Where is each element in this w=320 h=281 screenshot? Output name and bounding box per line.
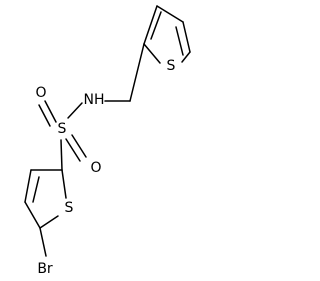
bond [24, 201, 41, 229]
bond [129, 43, 145, 102]
bond [39, 227, 47, 257]
bond [67, 102, 83, 119]
bromine-label: Br [37, 261, 53, 277]
bond [24, 169, 32, 203]
bond [39, 215, 59, 229]
sulfonyl-sulfur-label: S [58, 121, 67, 137]
oxygen-right-label: O [90, 160, 101, 176]
bond [156, 5, 184, 23]
bond [60, 139, 63, 171]
bond [182, 21, 191, 53]
sulfur-ring-upper-label: S [167, 58, 176, 74]
nh-label: NH [84, 92, 105, 108]
methylene-linker [67, 43, 145, 119]
bond [38, 104, 51, 127]
bond [44, 100, 57, 123]
bond [181, 51, 191, 63]
oxygen-left-label: O [35, 85, 46, 101]
upper-thiophene-ring [143, 5, 191, 64]
lower-thiophene-ring [24, 169, 67, 257]
bond [65, 138, 81, 162]
bond [143, 5, 158, 45]
molecular-structure: S NH O S O S Br [24, 5, 191, 277]
bond [32, 176, 40, 203]
bond [71, 134, 87, 158]
sulfonyl-group [38, 100, 87, 171]
bond [61, 169, 67, 199]
bond [175, 26, 184, 56]
bond [150, 11, 162, 40]
sulfur-ring-lower-label: S [65, 200, 74, 216]
bond [143, 43, 161, 64]
